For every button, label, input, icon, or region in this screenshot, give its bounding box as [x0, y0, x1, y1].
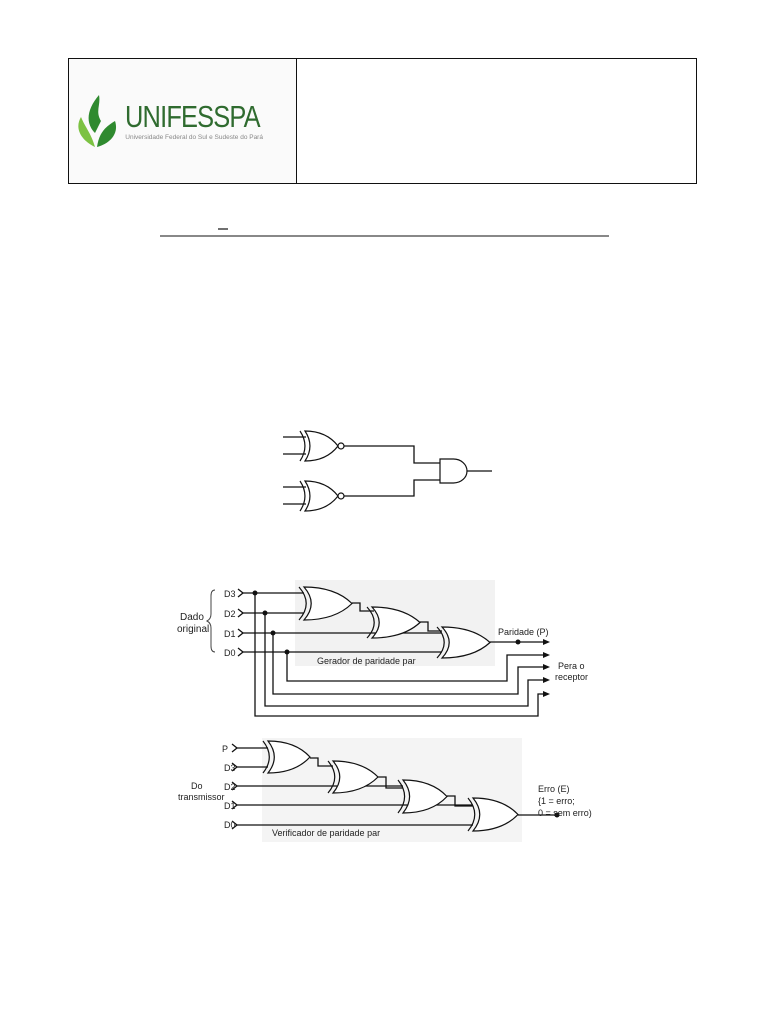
wire	[352, 602, 374, 612]
input-label: D1	[224, 629, 236, 639]
input-label: D0	[224, 648, 236, 658]
wire	[310, 757, 333, 767]
xor-input-curve	[299, 480, 306, 512]
checker-caption: Verificador de paridade par	[272, 828, 380, 838]
junction-dot	[252, 590, 258, 596]
xor-input-curve	[327, 760, 336, 794]
input-label: D0	[224, 820, 236, 830]
xor-input-curve	[262, 740, 270, 774]
input-terminal	[231, 743, 239, 753]
xor-gate	[370, 606, 421, 639]
leaf-icon	[78, 95, 117, 147]
xor-gate	[302, 586, 353, 621]
xor-input-curve	[298, 586, 307, 621]
wire	[254, 593, 543, 717]
junction-dot	[262, 610, 268, 616]
wire	[272, 633, 543, 695]
input-terminal	[237, 588, 245, 598]
wire	[264, 613, 543, 707]
xnor-gate	[303, 430, 339, 462]
input-terminal	[237, 647, 245, 657]
wire	[420, 621, 442, 632]
xnor-gate	[303, 480, 339, 512]
parity-output-label: Paridade (P)	[498, 627, 549, 637]
arrow-icon	[543, 639, 550, 645]
junction-dot	[554, 812, 560, 818]
xor-gate	[471, 797, 519, 832]
checker-group-label: transmissor	[178, 792, 225, 802]
inversion-bubble	[337, 442, 345, 450]
wire	[344, 445, 440, 464]
input-terminal	[237, 608, 245, 618]
wire	[447, 795, 473, 807]
and-gate	[439, 458, 468, 484]
wire	[344, 479, 440, 497]
input-label: D2	[224, 782, 236, 792]
junction-dot	[270, 630, 276, 636]
error-label: 0 = sem erro)	[538, 808, 592, 818]
logo-cell: UNIFESSPA Universidade Federal do Sul e …	[69, 59, 297, 183]
xor-gate	[440, 626, 491, 659]
receiver-label: Pera o	[558, 661, 585, 671]
logo-name: UNIFESSPA	[125, 99, 261, 134]
xor-gate	[401, 779, 448, 814]
generator-caption: Gerador de paridade par	[317, 656, 416, 666]
xor-input-curve	[366, 606, 375, 639]
xor-input-curve	[467, 797, 476, 832]
input-label: D1	[224, 801, 236, 811]
header-table: UNIFESSPA Universidade Federal do Sul e …	[68, 58, 697, 184]
arrow-icon	[543, 677, 550, 683]
xor-input-curve	[299, 430, 306, 462]
generator-group-label: original	[177, 624, 209, 635]
wire	[378, 776, 403, 789]
generator-group-label: Dado	[180, 612, 204, 623]
junction-dot	[515, 639, 521, 645]
error-label: {1 = erro;	[538, 796, 575, 806]
arrow-icon	[543, 664, 550, 670]
input-label: D3	[224, 763, 236, 773]
input-label: D2	[224, 609, 236, 619]
xor-input-curve	[397, 779, 406, 814]
arrow-icon	[543, 691, 550, 697]
xor-gate	[266, 740, 311, 774]
error-label: Erro (E)	[538, 784, 570, 794]
wire	[286, 652, 543, 682]
arrow-icon	[543, 652, 550, 658]
input-terminal	[237, 628, 245, 638]
input-label: P	[222, 744, 228, 754]
brace	[205, 589, 216, 653]
input-label: D3	[224, 589, 236, 599]
junction-dot	[284, 649, 290, 655]
inversion-bubble	[337, 492, 345, 500]
logo-subtitle: Universidade Federal do Sul e Sudeste do…	[125, 134, 263, 141]
receiver-label: receptor	[555, 672, 588, 682]
unifesspa-logo: UNIFESSPA Universidade Federal do Sul e …	[75, 93, 289, 149]
checker-group-label: Do	[191, 781, 203, 791]
xor-input-curve	[436, 626, 445, 659]
xor-gate	[331, 760, 379, 794]
